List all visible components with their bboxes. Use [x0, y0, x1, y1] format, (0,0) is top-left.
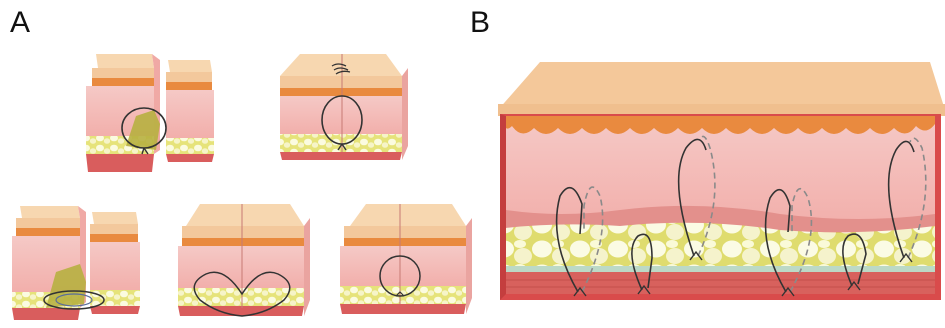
diagram-cross-section-buried-sutures	[498, 62, 945, 300]
diagram-open-wound-loop	[86, 54, 214, 172]
muscle-layer	[506, 272, 935, 294]
fascia-layer	[506, 266, 935, 272]
diagram-open-wound-deep-loop	[12, 206, 140, 320]
epidermis-surface	[498, 62, 945, 110]
diagram-closed-skin-suture	[280, 54, 408, 160]
diagram-closed-heart-loop	[178, 204, 310, 316]
diagram-closed-round-loop	[340, 204, 472, 314]
